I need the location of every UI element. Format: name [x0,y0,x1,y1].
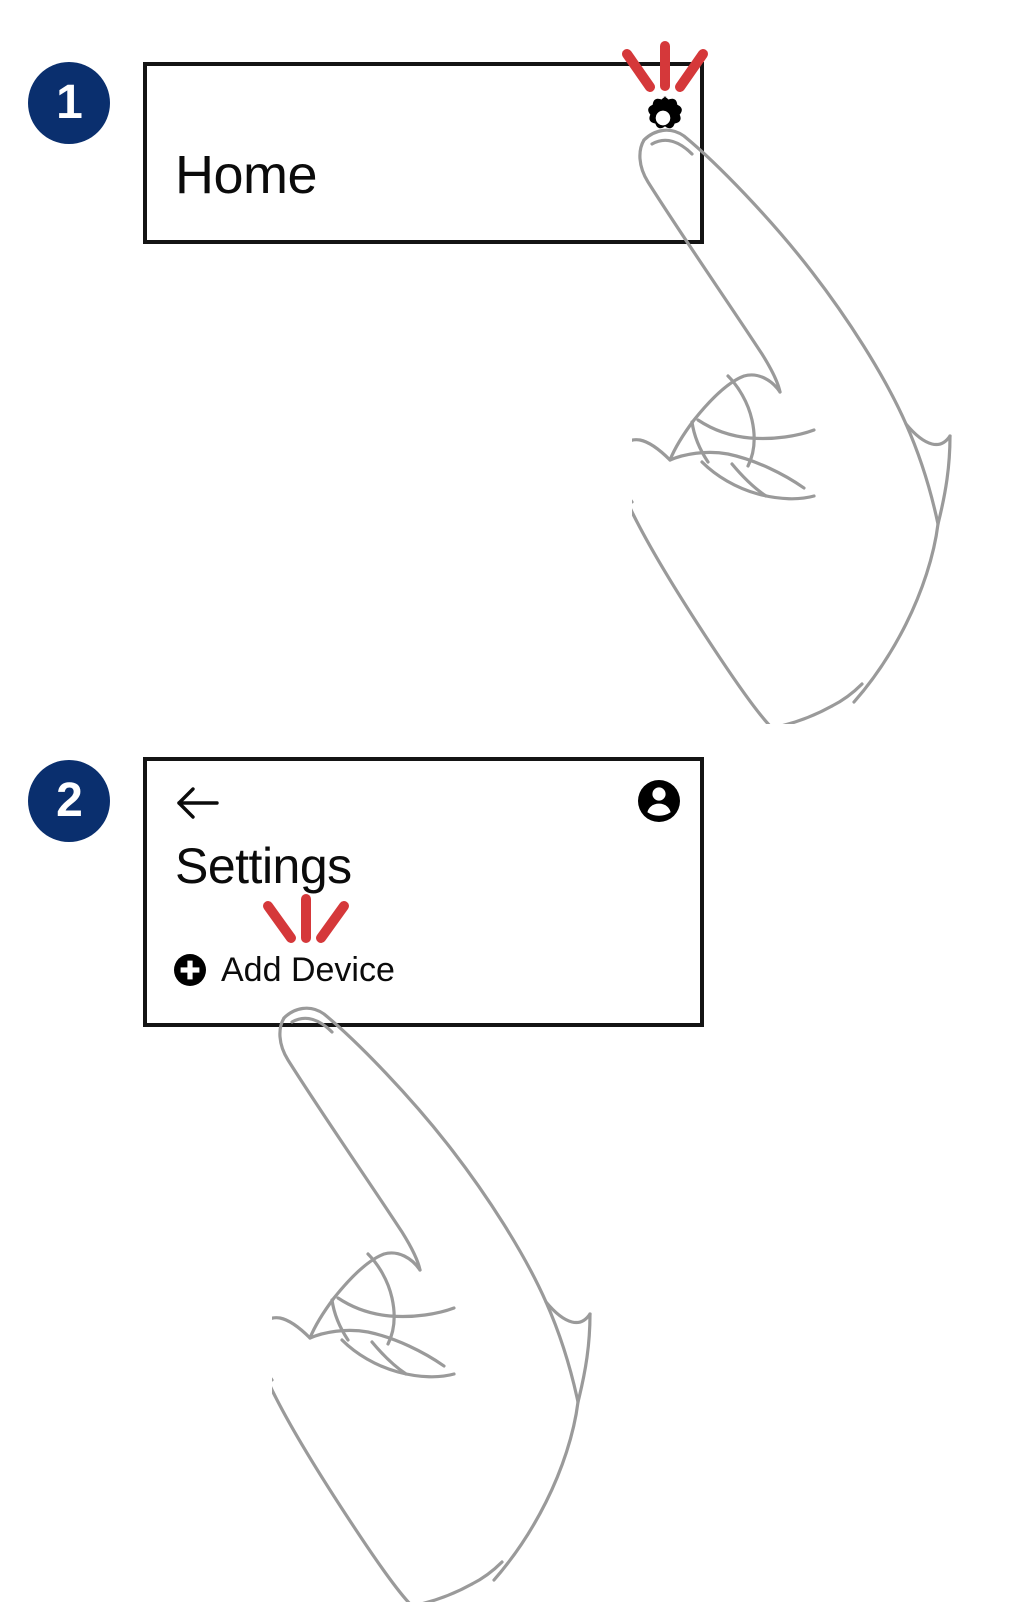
pointing-hand-illustration-step-2 [272,1006,592,1602]
step-badge-1: 1 [28,62,110,144]
plus-circle-icon [174,954,206,986]
step-badge-2: 2 [28,760,110,842]
add-device-label: Add Device [221,951,395,989]
add-device-button[interactable]: Add Device [173,953,395,987]
screen-frame-step-1: Home [143,41,708,244]
tap-indicator-step-1 [622,41,708,92]
back-arrow-icon[interactable] [175,783,221,823]
account-icon[interactable] [637,779,681,823]
screen-frame-step-2: Settings Add Device [143,757,704,1027]
tap-indicator-step-2 [263,894,349,943]
gear-icon[interactable] [639,94,687,142]
diagram-canvas: 1 Home [28,41,952,1602]
page-title: Settings [175,838,352,894]
page-title: Home [175,145,318,205]
